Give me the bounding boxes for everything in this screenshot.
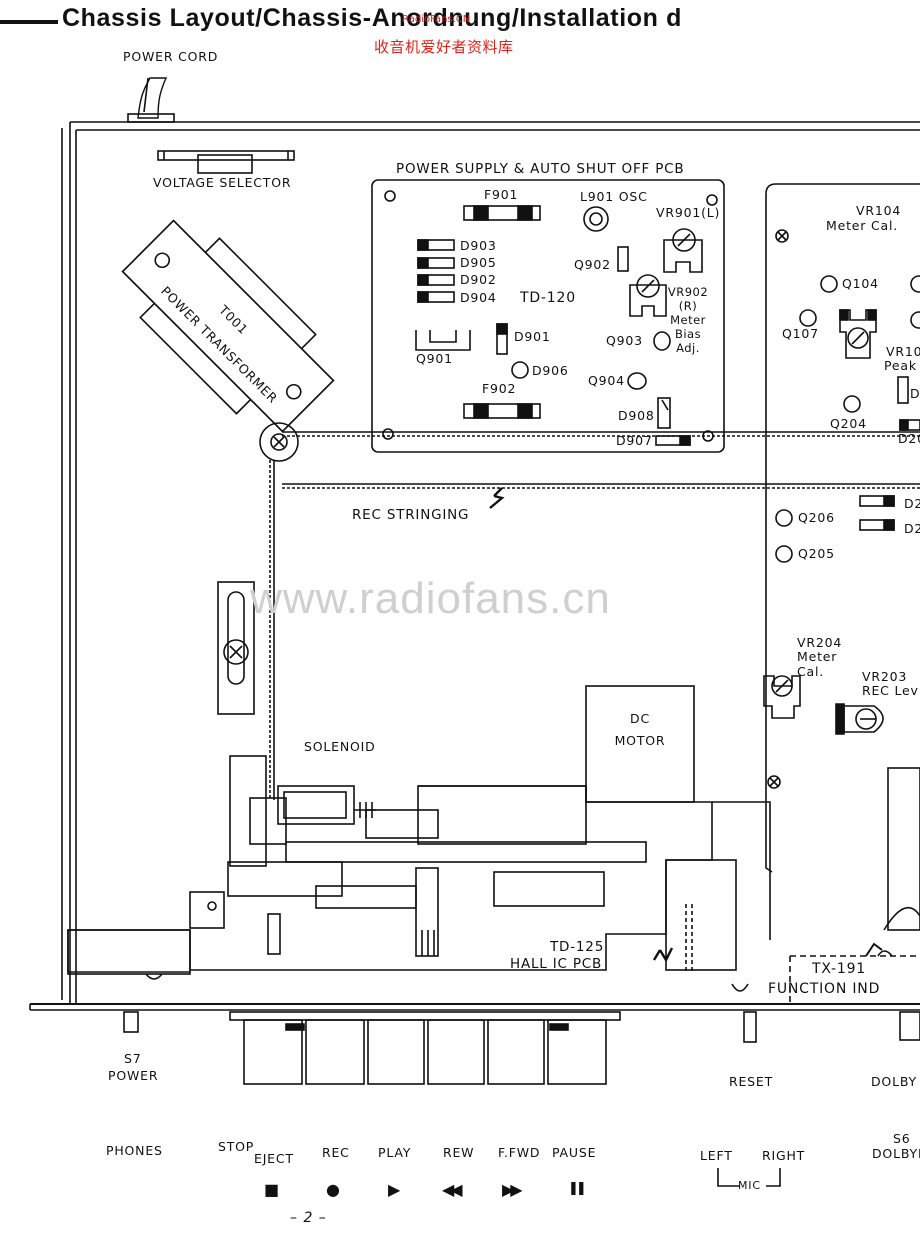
mic-bracket [717,1168,781,1187]
label-d902: D902 [460,272,497,287]
label-d20: D20 [898,431,920,446]
label-d904: D904 [460,290,497,305]
label-d905: D905 [460,255,497,270]
label-d906: D906 [532,363,569,378]
label-vr104: VR104 [856,203,902,218]
label-vr902: VR902 [667,285,709,299]
chassis-dent [731,983,749,992]
label-vr902-r: (R) [678,299,698,313]
label-s6: S6 [893,1131,911,1146]
label-ffwd: F.FWD [498,1145,541,1160]
label-reset: RESET [729,1074,774,1089]
label-rec-stringing: REC STRINGING [352,507,470,523]
label-s7: S7 [124,1051,142,1066]
amp-pcb [763,183,920,931]
label-tx191: TX-191 [812,961,867,977]
label-power: POWER [108,1068,159,1083]
label-l901: L901 OSC [580,189,648,204]
page-title: Chassis Layout/Chassis-Anordnung/Install… [62,4,682,32]
label-vr203-rec: REC Lev [862,683,919,698]
chassis-dent [145,973,163,980]
rewind-icon: ◀◀ [442,1180,463,1199]
label-rec: REC [322,1145,350,1160]
watermark-big: www.radiofans.cn [250,574,611,623]
chassis-frame [29,121,920,1011]
label-vr204-cal: Cal. [797,664,825,679]
label-q107: Q107 [782,326,819,341]
label-d903: D903 [460,238,497,253]
label-rew: REW [443,1145,475,1160]
fast-forward-icon: ▶▶ [502,1180,523,1199]
label-dolby-i: DOLBY I [871,1074,920,1089]
psu-pcb [371,179,725,453]
rec-stringing [269,431,920,800]
label-dc: DC [630,711,650,726]
label-d2-a: D2 [904,496,920,511]
label-motor: MOTOR [614,733,666,748]
label-eject: EJECT [254,1151,294,1166]
mechanism [67,685,771,975]
label-d-small: D [910,386,920,401]
label-vr204: VR204 [797,635,843,650]
label-q902: Q902 [574,257,611,272]
front-panel [123,1011,920,1085]
label-mic: MIC [738,1179,761,1192]
label-q904: Q904 [588,373,625,388]
label-q205: Q205 [798,546,835,561]
voltage-selector [157,150,295,174]
label-f902: F902 [482,381,517,396]
label-left: LEFT [700,1148,733,1163]
label-right: RIGHT [762,1148,806,1163]
label-pause: PAUSE [552,1145,597,1160]
label-d907: D907 [616,433,653,448]
label-d908: D908 [618,408,655,423]
label-vr203: VR203 [862,669,908,684]
label-power-cord: POWER CORD [123,49,219,64]
label-vr10x-peak: Peak [884,358,917,373]
label-vr901: VR901(L) [656,205,721,220]
label-vr902-bias: Bias [674,327,702,341]
label-td125: TD-125 [550,939,605,955]
play-icon: ▶ [388,1180,401,1199]
label-q901: Q901 [416,351,453,366]
label-f901: F901 [484,187,519,202]
power-transformer [121,219,335,433]
label-vr10x: VR10 [886,344,920,359]
label-function-ind: FUNCTION IND [768,981,881,997]
label-stop: STOP [218,1139,255,1154]
label-vr104-cal: Meter Cal. [826,218,899,233]
label-q206: Q206 [798,510,835,525]
label-vr204-meter: Meter [797,649,838,664]
left-bracket [217,581,255,715]
pulley [259,422,299,462]
label-q104: Q104 [842,276,879,291]
label-psu-pcb: POWER SUPPLY & AUTO SHUT OFF PCB [396,161,685,177]
power-cord [127,77,175,123]
label-q903: Q903 [606,333,643,348]
page-number: – 2 – [290,1210,327,1226]
watermark-url: RadioFans.CN [402,14,471,25]
label-phones: PHONES [106,1143,163,1158]
label-dolby-n: DOLBYN [872,1146,920,1161]
label-td120: TD-120 [520,290,576,306]
label-vr902-adj: Adj. [676,341,700,355]
label-hall-ic-pcb: HALL IC PCB [510,956,603,972]
label-play: PLAY [378,1145,412,1160]
label-d901: D901 [514,329,551,344]
label-vr902-meter: Meter [670,313,706,327]
label-q204: Q204 [830,416,867,431]
label-solenoid: SOLENOID [304,739,376,754]
record-icon: ● [326,1180,340,1199]
tx191-pcb [789,942,920,1002]
watermark-cn: 收音机爱好者资料库 [374,38,514,56]
label-voltage-selector: VOLTAGE SELECTOR [153,175,292,190]
stop-icon: ■ [264,1180,280,1199]
label-d2-b: D2 [904,521,920,536]
pause-icon: ❚❚ [568,1181,587,1196]
